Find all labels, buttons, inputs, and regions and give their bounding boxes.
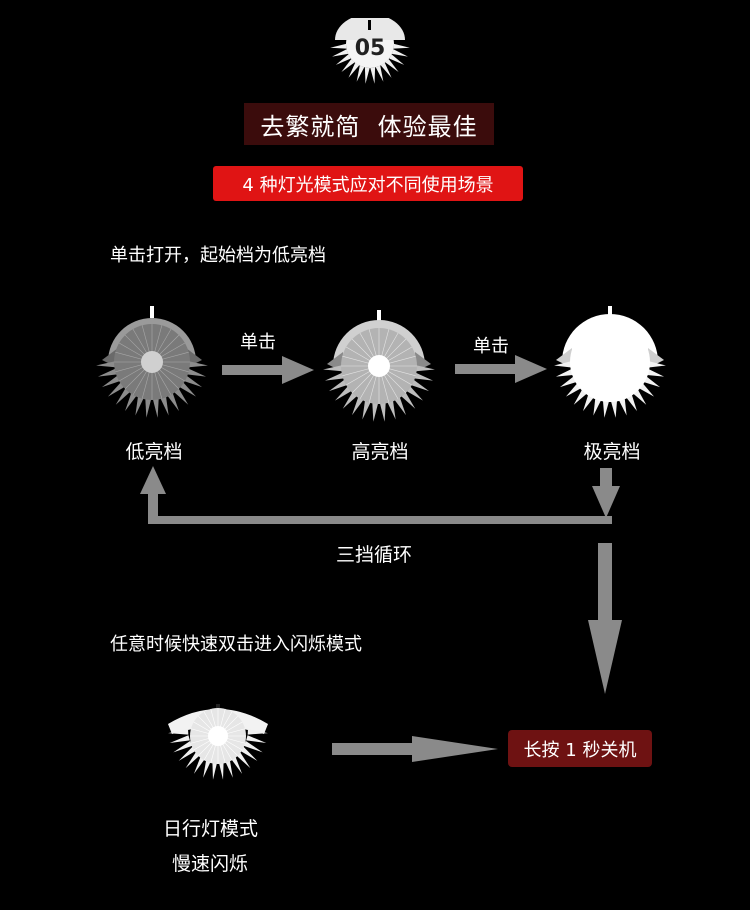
power-off-badge: 长按 1 秒关机 xyxy=(508,730,652,767)
arrow-low-to-high-icon xyxy=(222,356,314,384)
flash-mode-note: 任意时候快速双击进入闪烁模式 xyxy=(110,630,362,656)
cycle-loop-arrow-icon xyxy=(140,466,620,524)
arrow-high-to-max-icon xyxy=(455,355,547,383)
cycle-label: 三挡循环 xyxy=(336,540,412,567)
down-arrow-to-power-off-icon xyxy=(588,543,622,694)
arrow-drl-to-power-off-icon xyxy=(332,736,498,762)
drl-mode-sublabel: 慢速闪烁 xyxy=(172,849,248,876)
drl-mode-label: 日行灯模式 xyxy=(163,814,258,841)
